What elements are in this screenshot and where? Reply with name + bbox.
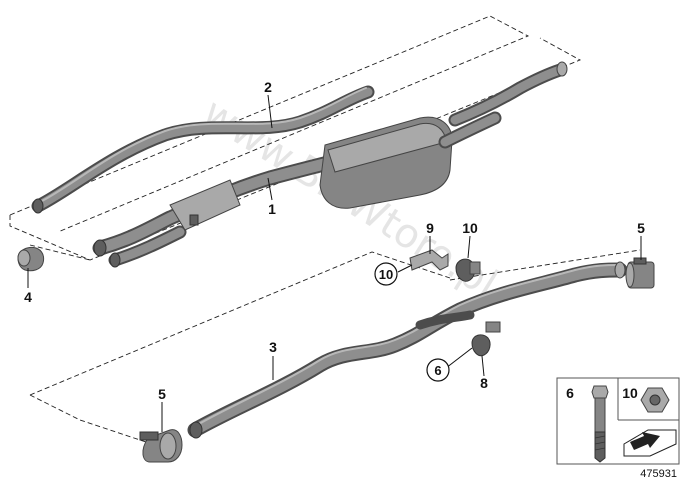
reference-number: 475931 [640, 468, 677, 480]
label-part-3: 3 [269, 339, 277, 355]
legend-box: 6 10 475931 [556, 377, 680, 480]
svg-text:6: 6 [434, 363, 441, 378]
label-part-4: 4 [24, 289, 32, 305]
arrow-symbol-icon [623, 429, 677, 457]
label-part-9: 10 [462, 220, 478, 236]
circled-label-6: 6 [426, 358, 450, 382]
label-part-5-right: 5 [637, 220, 645, 236]
assembly-frame-upper [9, 15, 582, 261]
label-part-1: 1 [268, 201, 276, 217]
catalytic-converter-part-1 [92, 111, 502, 268]
label-part-8: 9 [426, 220, 434, 236]
legend-label-6: 6 [566, 385, 574, 401]
clamp-part-5-right [625, 257, 655, 289]
clamp-part-4 [17, 247, 45, 272]
bolt-icon [591, 385, 609, 463]
rubber-mount-part-9 [455, 258, 481, 282]
assembly-frame-lower [29, 249, 641, 451]
front-pipe-part-2 [31, 61, 568, 214]
label-part-7: 8 [480, 375, 488, 391]
part-labels: 2 1 3 4 5 5 9 10 8 [24, 79, 645, 402]
clamp-part-5-left [139, 429, 183, 463]
svg-text:10: 10 [379, 267, 393, 282]
bracket-part-8 [409, 249, 449, 271]
centre-pipe-part-3 [187, 261, 628, 439]
legend-label-10: 10 [622, 385, 638, 401]
label-part-2: 2 [264, 79, 272, 95]
nut-icon [640, 387, 670, 413]
rubber-mount-part-7 [471, 321, 501, 357]
leader-lines [27, 94, 642, 432]
circled-label-10: 10 [374, 262, 398, 286]
label-part-5-left: 5 [158, 386, 166, 402]
